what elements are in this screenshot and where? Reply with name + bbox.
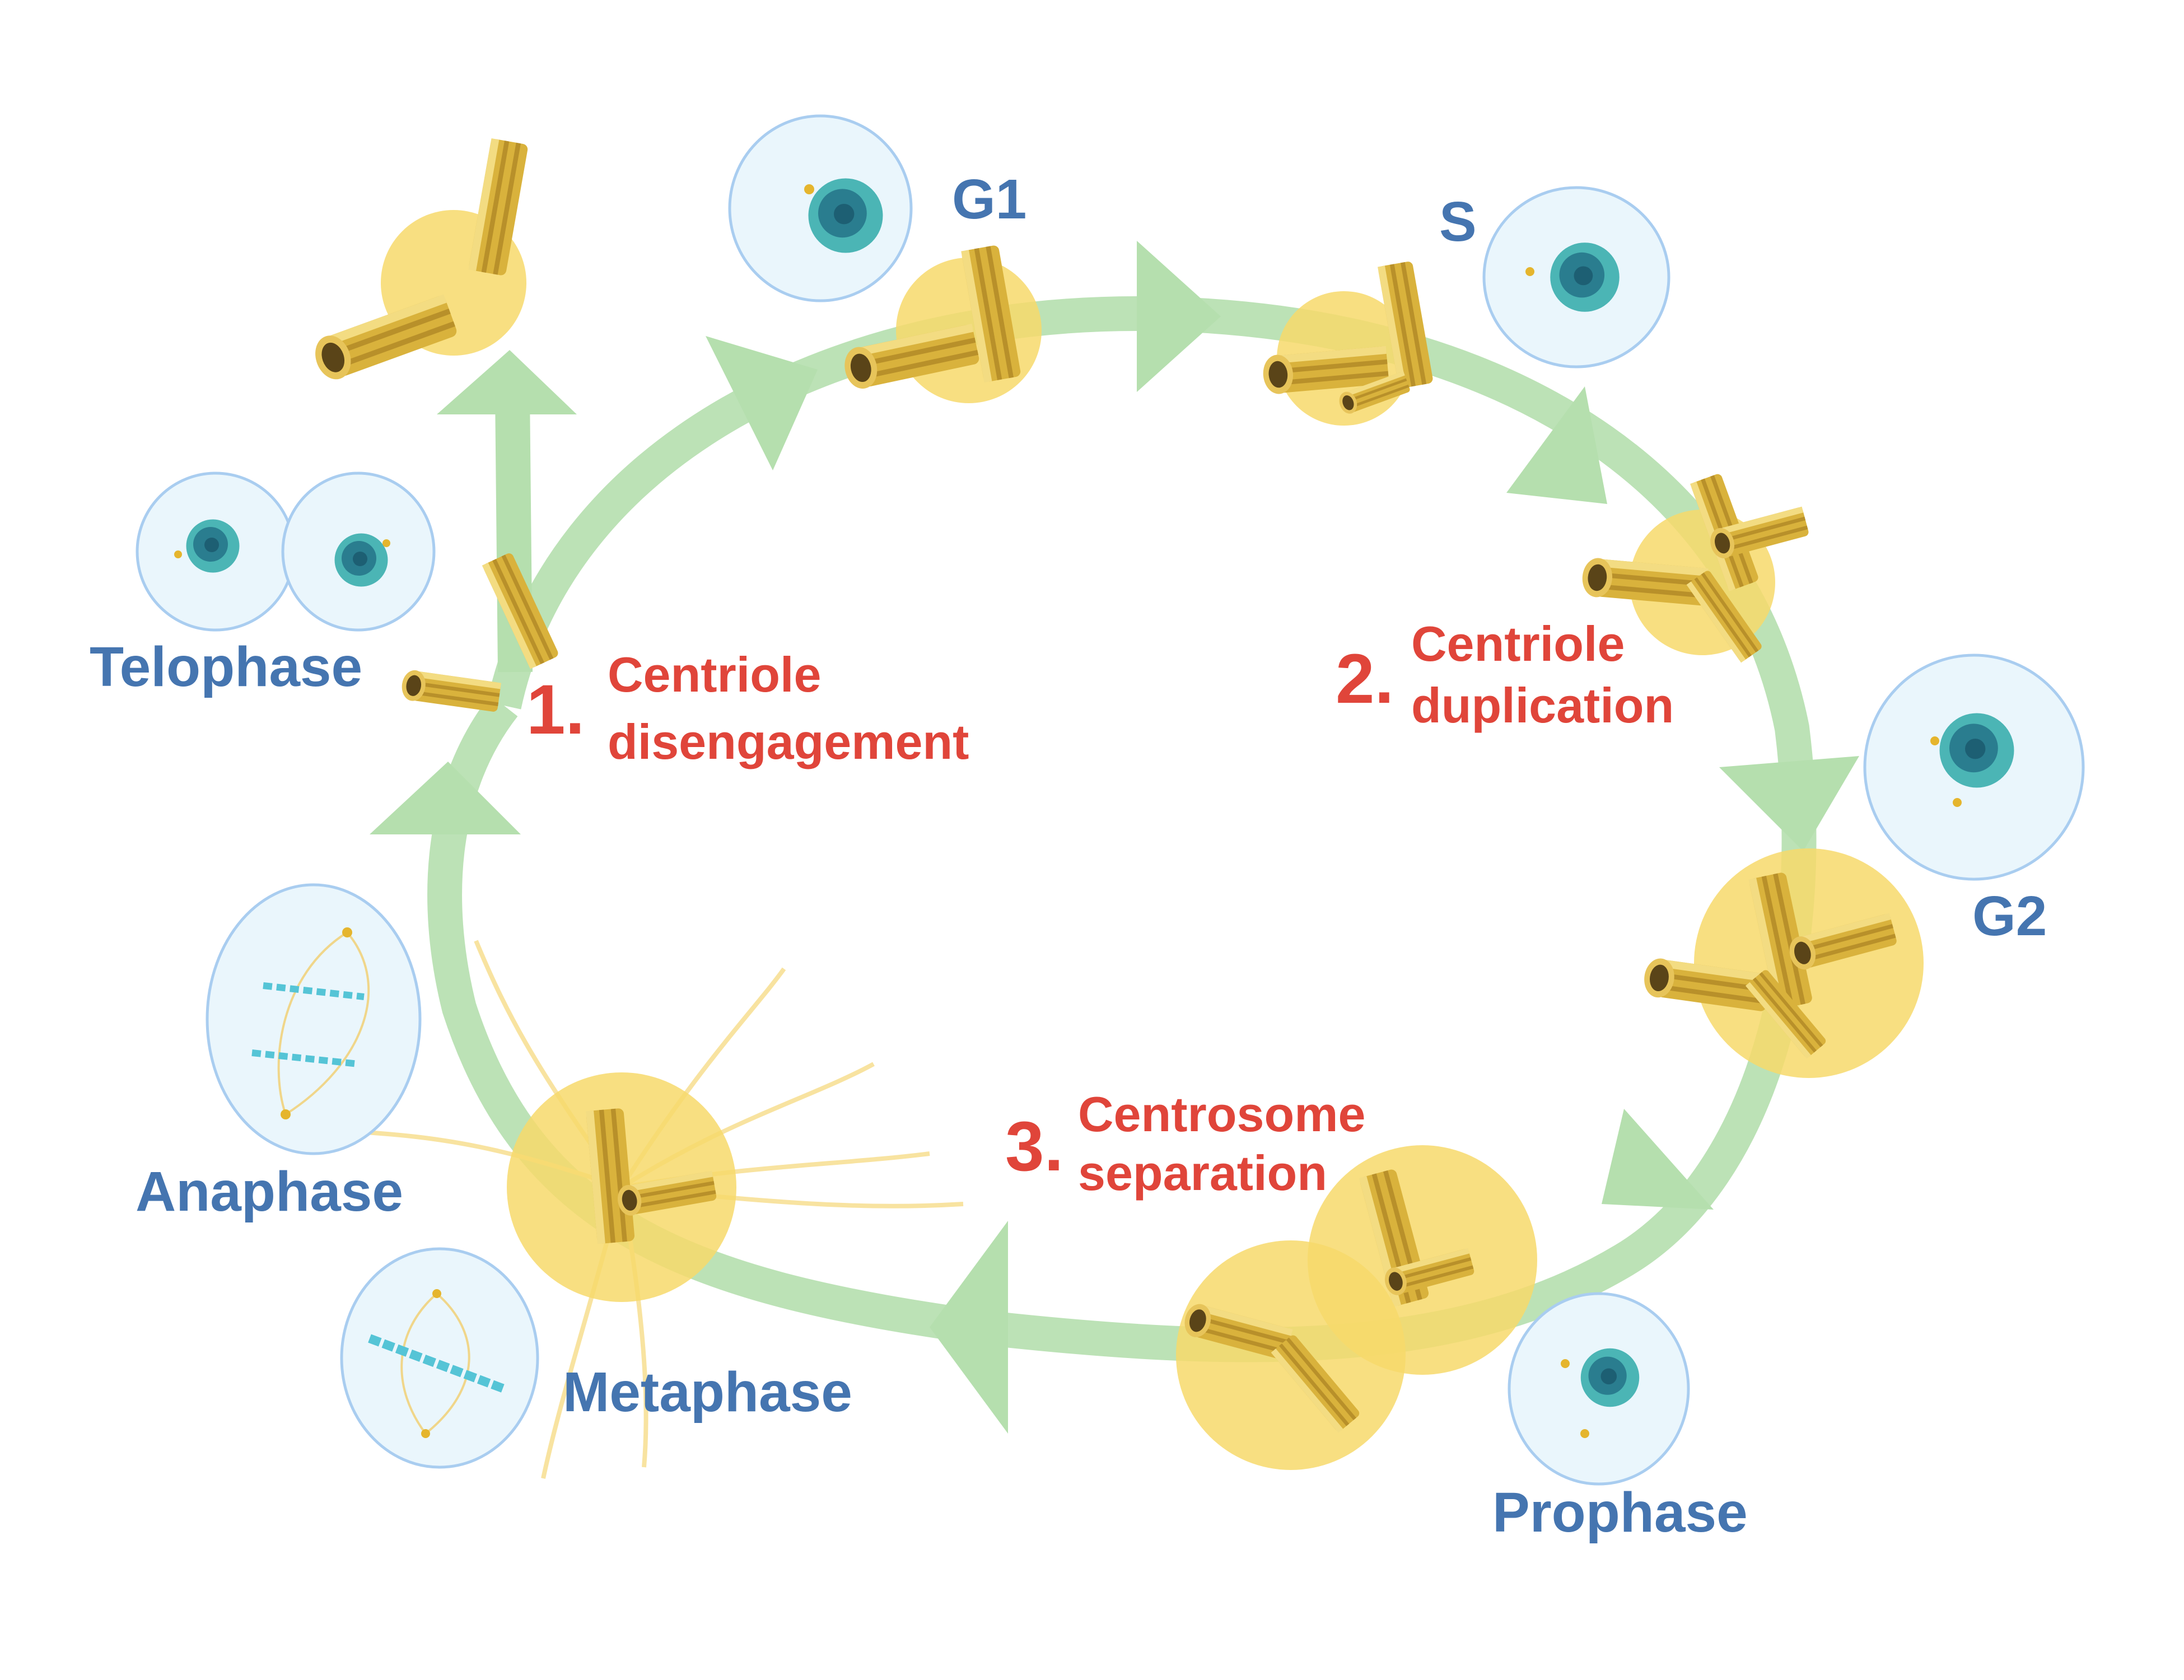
centrosome-late-s <box>1580 473 1810 663</box>
step-2-number: 2. <box>1336 640 1394 718</box>
cell-telophase <box>136 472 436 632</box>
cell-anaphase <box>206 883 422 1155</box>
step-1-label: 1. Centriole disengagement <box>526 647 969 769</box>
arrowhead-prophase <box>1602 1109 1714 1210</box>
step-2-label: 2. Centriole duplication <box>1336 616 1674 733</box>
centrosome-s <box>1261 260 1434 426</box>
step-3-label: 3. Centrosome separation <box>1005 1086 1365 1201</box>
step-1-line1: Centriole <box>608 647 821 702</box>
label-g2: G2 <box>1972 885 2047 948</box>
centrosome-g2 <box>1641 848 1924 1078</box>
arrowhead-g1 <box>706 336 818 470</box>
arrowhead-s <box>1506 386 1607 504</box>
step-3-line1: Centrosome <box>1078 1086 1365 1142</box>
cell-g1 <box>728 114 913 302</box>
arrowhead-top <box>1137 241 1221 392</box>
label-g1: G1 <box>952 168 1026 231</box>
cell-prophase <box>1508 1292 1690 1486</box>
label-telophase: Telophase <box>90 636 362 698</box>
arrowhead-telophase <box>437 350 577 414</box>
step-1-line2: disengagement <box>608 714 969 769</box>
label-metaphase: Metaphase <box>563 1361 852 1424</box>
cell-s <box>1482 186 1670 368</box>
cycle-arrowheads <box>370 241 1859 1434</box>
step-2-line1: Centriole <box>1411 616 1625 671</box>
arrowhead-metaphase <box>930 1221 1008 1434</box>
centrosome-telophase-top <box>309 138 529 385</box>
centrosome-metaphase <box>507 1072 736 1302</box>
centrosome-prophase-left <box>1176 1240 1406 1470</box>
label-prophase: Prophase <box>1492 1481 1748 1544</box>
arrowhead-anaphase <box>370 762 521 834</box>
arrowhead-g2 <box>1719 756 1859 851</box>
cell-g2 <box>1863 654 2085 881</box>
label-anaphase: Anaphase <box>136 1160 403 1223</box>
step-3-line2: separation <box>1078 1145 1327 1201</box>
centrosome-g1 <box>841 244 1042 403</box>
cell-metaphase <box>340 1247 539 1469</box>
step-3-number: 3. <box>1005 1108 1063 1186</box>
step-2-line2: duplication <box>1411 678 1674 733</box>
step-1-number: 1. <box>526 671 585 749</box>
label-s: S <box>1439 190 1477 253</box>
